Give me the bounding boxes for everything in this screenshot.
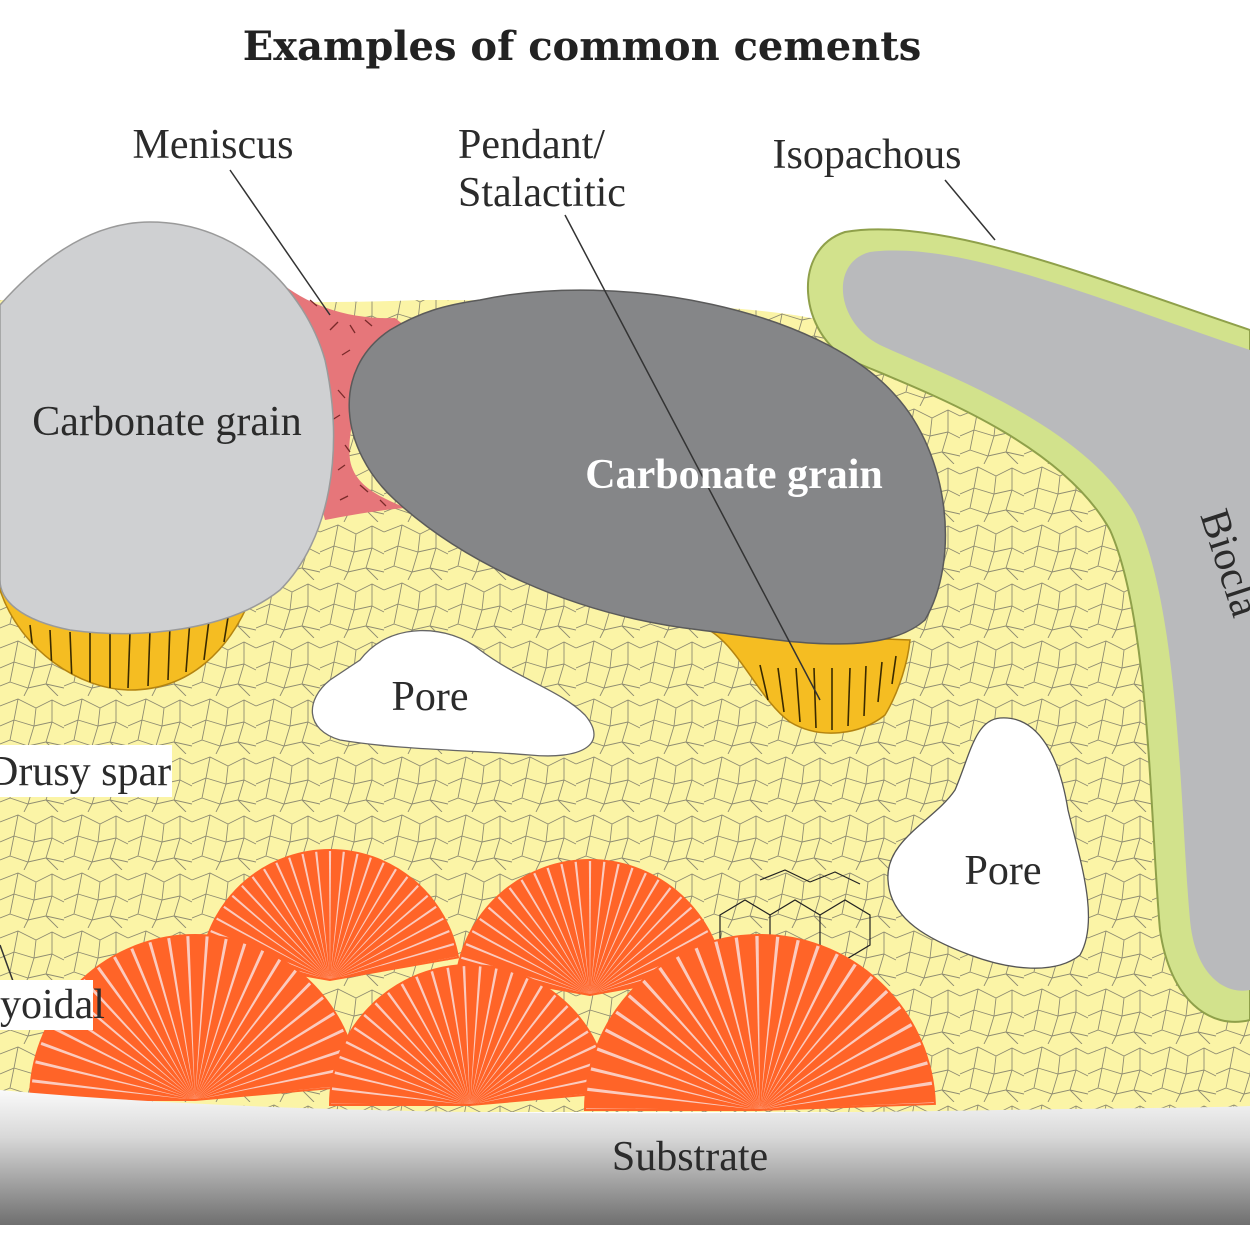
label-substrate: Substrate	[612, 1134, 768, 1180]
botryoidal-cement	[28, 849, 936, 1111]
label-box-botryoidal	[0, 980, 93, 1030]
label-botryoidal: yoidal	[0, 982, 105, 1028]
diagram-title: Examples of common cements	[243, 23, 921, 70]
botryoidal-fan	[583, 934, 936, 1111]
label-pendant-line1: Pendant/	[458, 122, 605, 168]
label-isopachous: Isopachous	[773, 132, 962, 178]
botryoidal-fan	[200, 849, 460, 982]
botryoidal-fan	[28, 934, 361, 1101]
pore-right	[887, 717, 1090, 969]
label-pendant-line2: Stalactitic	[458, 170, 626, 216]
label-pore-left: Pore	[392, 674, 469, 720]
botryoidal-fan	[328, 964, 611, 1106]
label-grain-center: Carbonate grain	[585, 452, 883, 498]
carbonate-grain-left	[0, 221, 335, 635]
label-pore-right: Pore	[965, 848, 1042, 894]
pore-left	[311, 629, 595, 757]
label-grain-left: Carbonate grain	[32, 399, 301, 445]
bioclast	[842, 250, 1250, 991]
label-drusy: Drusy spar	[0, 749, 171, 795]
label-box-drusy	[0, 745, 172, 797]
label-meniscus: Meniscus	[133, 122, 294, 168]
carbonate-grain-center	[348, 289, 947, 645]
substrate	[0, 1090, 1250, 1225]
